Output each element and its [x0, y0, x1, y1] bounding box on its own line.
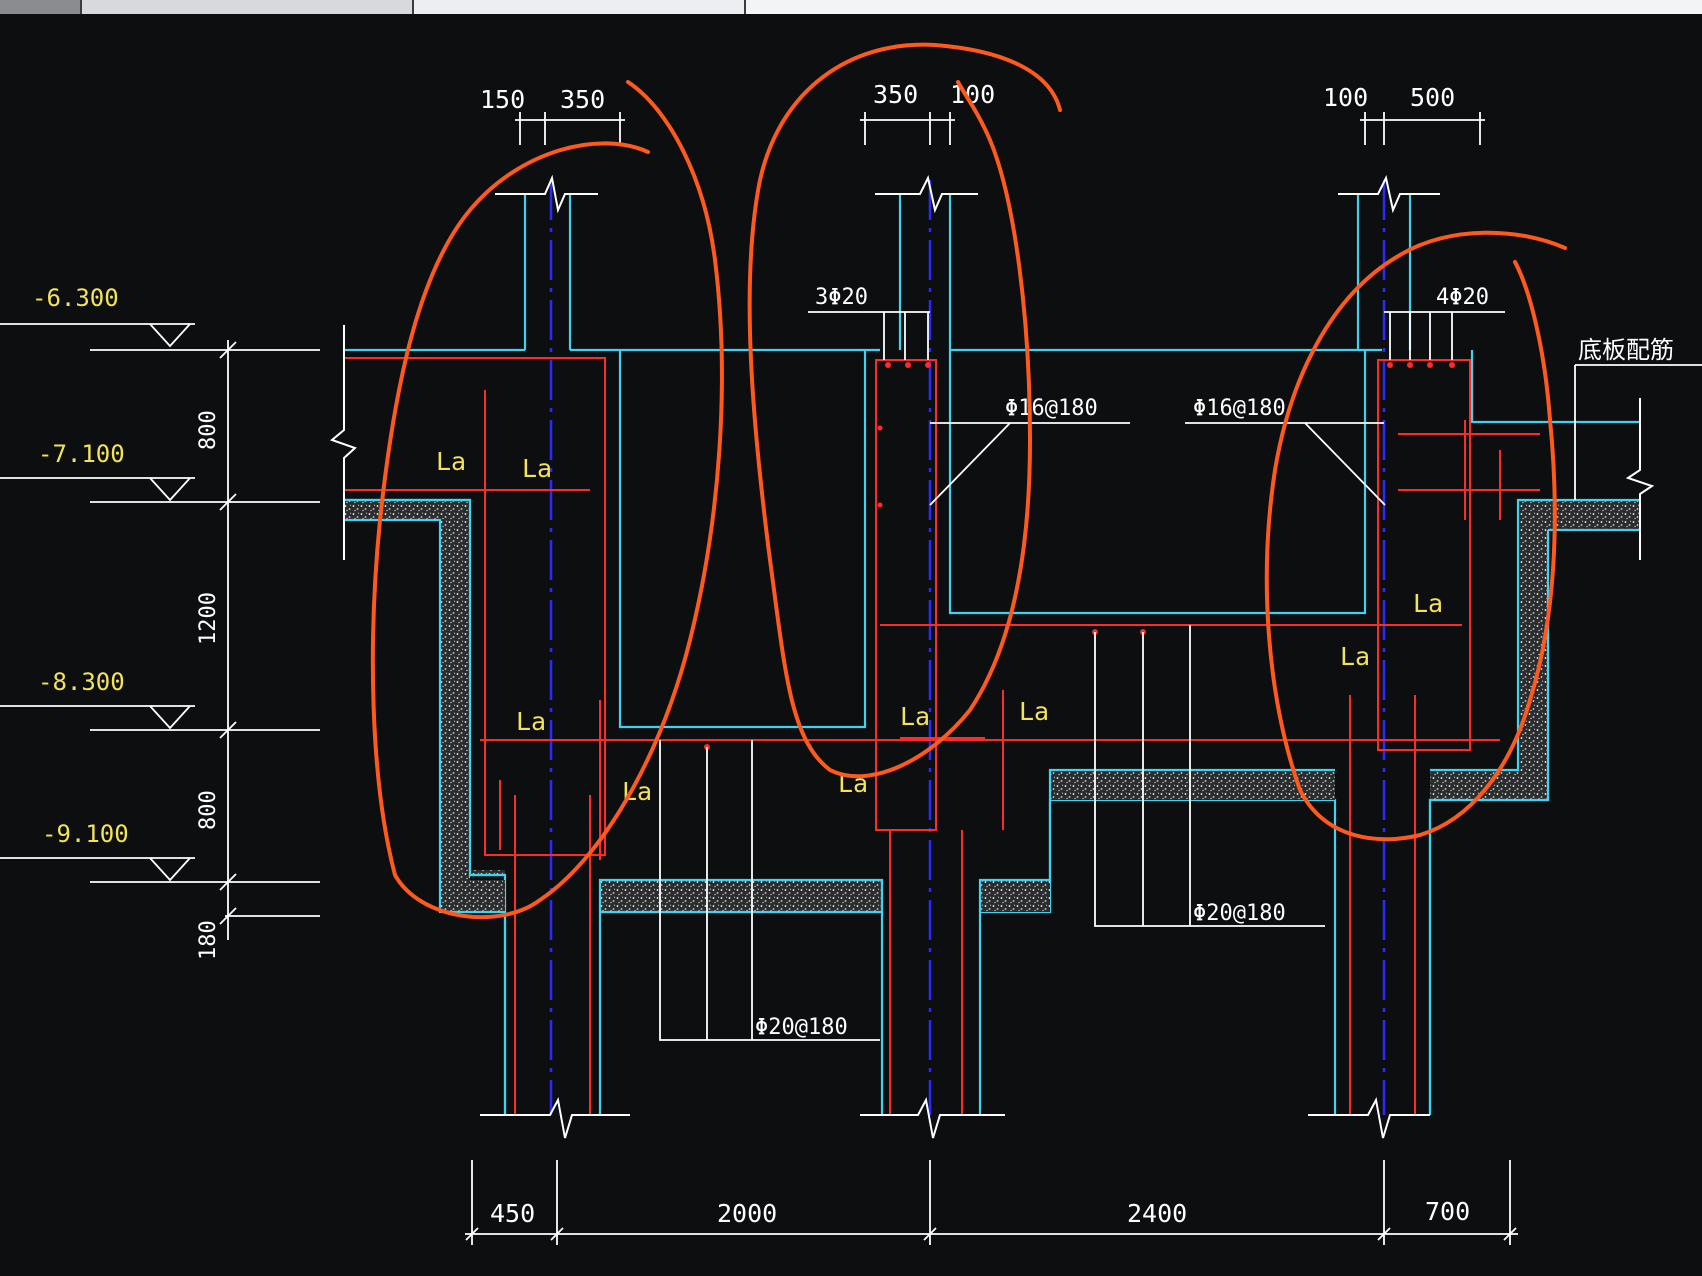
- bottom-dim: 450: [490, 1199, 535, 1228]
- vertical-dim: 800: [196, 790, 221, 830]
- anchor-label: La: [516, 707, 546, 736]
- cad-drawing-canvas[interactable]: -6.300 -7.100 -8.300 -9.100 800 1200 800…: [0, 14, 1702, 1276]
- top-dim: 500: [1410, 83, 1455, 112]
- rebar-lines: [344, 357, 1540, 1115]
- rebar-label: 3Φ20: [815, 285, 868, 310]
- vertical-dim: 800: [196, 410, 221, 450]
- rebar-label: Φ16@180: [1005, 396, 1098, 421]
- waterproof-hatch: [344, 500, 1640, 912]
- leader-lines: [659, 311, 1702, 1041]
- level-label: -9.100: [42, 820, 129, 848]
- rebar-label: Φ16@180: [1193, 396, 1286, 421]
- vertical-dim: 1200: [196, 592, 221, 645]
- bottom-dim: 700: [1425, 1197, 1470, 1226]
- rebar-dots: [704, 362, 1455, 750]
- vertical-dim: 180: [196, 920, 221, 960]
- rebar-label: Φ20@180: [1193, 901, 1286, 926]
- anchor-label: La: [1340, 642, 1370, 671]
- anchor-label: La: [900, 702, 930, 731]
- anchor-label: La: [1019, 697, 1049, 726]
- bottom-dim: 2000: [717, 1199, 777, 1228]
- axis-lines: [549, 180, 1386, 1115]
- break-symbols: [330, 174, 1655, 1139]
- top-dim: 350: [560, 85, 605, 114]
- hand-annotations: [370, 42, 1567, 920]
- level-label: -6.300: [32, 284, 119, 312]
- rebar-label: 4Φ20: [1436, 285, 1489, 310]
- dimension-lines: [0, 112, 1518, 1245]
- level-label: -7.100: [38, 440, 125, 468]
- rebar-label: Φ20@180: [755, 1015, 848, 1040]
- top-dim: 100: [1323, 83, 1368, 112]
- tab-4[interactable]: [746, 0, 1702, 14]
- anchor-label: La: [1413, 589, 1443, 618]
- slab-note: 底板配筋: [1578, 336, 1674, 364]
- concrete-outline: [344, 194, 1640, 1115]
- tab-3[interactable]: [414, 0, 744, 14]
- title-bar: [0, 0, 1702, 14]
- bottom-dim: 2400: [1127, 1199, 1187, 1228]
- hatch-outline: [344, 498, 1640, 1115]
- top-dim: 350: [873, 80, 918, 109]
- anchor-label: La: [522, 454, 552, 483]
- tab-1[interactable]: [0, 0, 80, 14]
- anchor-label: La: [436, 447, 466, 476]
- tab-2[interactable]: [82, 0, 412, 14]
- top-dim: 150: [480, 85, 525, 114]
- level-label: -8.300: [38, 668, 125, 696]
